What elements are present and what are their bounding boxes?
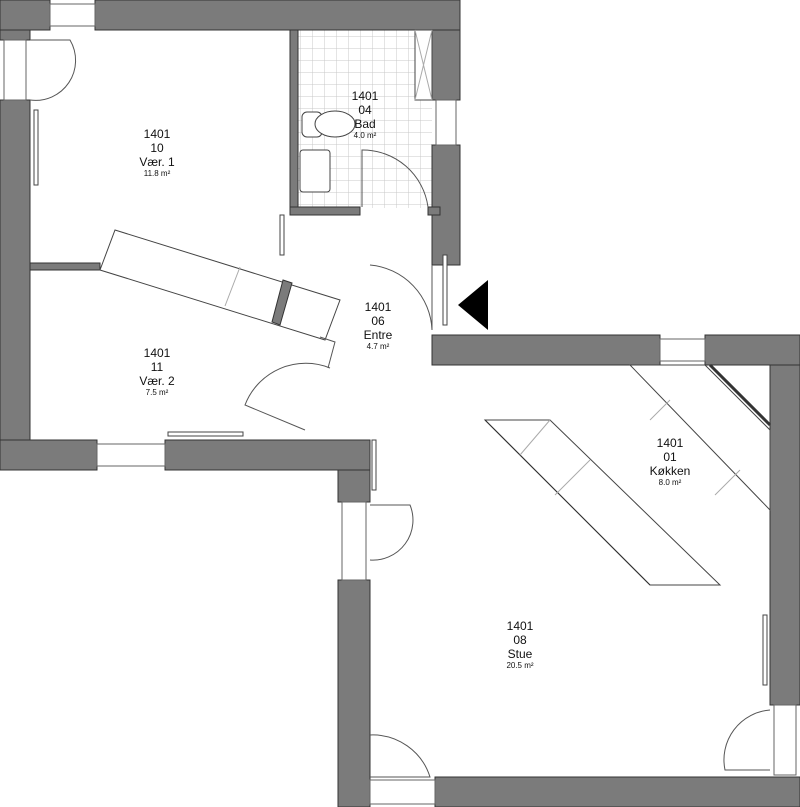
svg-text:04: 04 (358, 103, 372, 117)
svg-text:1401: 1401 (657, 436, 684, 450)
svg-text:Vær. 2: Vær. 2 (139, 374, 175, 388)
svg-text:Vær. 1: Vær. 1 (139, 155, 175, 169)
svg-text:1401: 1401 (365, 300, 392, 314)
doors (29, 39, 771, 778)
svg-text:Entre: Entre (364, 328, 393, 342)
svg-text:1401: 1401 (144, 346, 171, 360)
room-label-entre: 1401 06 Entre 4.7 m² (364, 300, 393, 351)
svg-text:1401: 1401 (144, 127, 171, 141)
svg-text:Stue: Stue (508, 647, 533, 661)
room-label-kokken: 1401 01 Køkken 8.0 m² (650, 436, 691, 487)
svg-text:20.5 m²: 20.5 m² (506, 661, 533, 670)
svg-text:08: 08 (513, 633, 527, 647)
room-label-bad: 1401 04 Bad 4.0 m² (352, 89, 379, 140)
windows (3, 3, 797, 805)
svg-text:7.5 m²: 7.5 m² (146, 388, 169, 397)
svg-text:11.8 m²: 11.8 m² (144, 169, 171, 178)
svg-text:11: 11 (151, 360, 164, 374)
svg-text:Køkken: Køkken (650, 464, 691, 478)
furniture (99, 29, 772, 586)
svg-text:8.0 m²: 8.0 m² (659, 478, 682, 487)
svg-text:4.0 m²: 4.0 m² (354, 131, 377, 140)
room-label-vaer1: 1401 10 Vær. 1 11.8 m² (139, 127, 175, 178)
svg-text:10: 10 (150, 141, 164, 155)
svg-text:Bad: Bad (354, 117, 375, 131)
svg-text:01: 01 (663, 450, 677, 464)
svg-text:06: 06 (371, 314, 385, 328)
svg-text:1401: 1401 (352, 89, 379, 103)
svg-text:1401: 1401 (507, 619, 534, 633)
entrance-arrow-icon (458, 280, 488, 330)
svg-text:4.7 m²: 4.7 m² (367, 342, 390, 351)
room-label-stue: 1401 08 Stue 20.5 m² (506, 619, 533, 670)
room-label-vaer2: 1401 11 Vær. 2 7.5 m² (139, 346, 175, 397)
